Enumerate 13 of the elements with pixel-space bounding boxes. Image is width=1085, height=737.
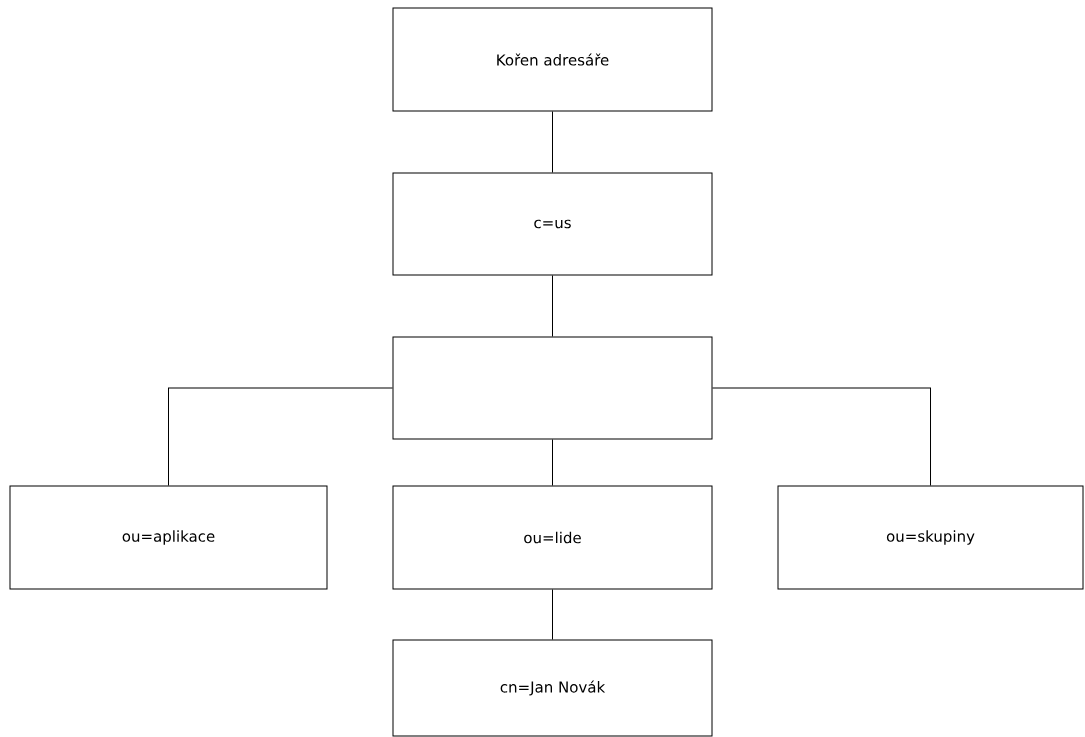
entry-box: c=us [392, 172, 713, 276]
entry-box: ou=aplikace [9, 485, 328, 590]
entry-box: cn=Jan Novák [392, 639, 713, 737]
connector-line [712, 387, 931, 486]
entry-box: ou=skupiny [777, 485, 1084, 590]
entry-box: Kořen adresáře [392, 7, 713, 112]
connector-line [552, 439, 553, 486]
connector-line [552, 111, 553, 173]
empty-box [392, 336, 713, 440]
entry-box: ou=lide [392, 485, 713, 590]
connector-line [552, 275, 553, 337]
connector-line [552, 589, 553, 640]
connector-line [168, 387, 393, 486]
